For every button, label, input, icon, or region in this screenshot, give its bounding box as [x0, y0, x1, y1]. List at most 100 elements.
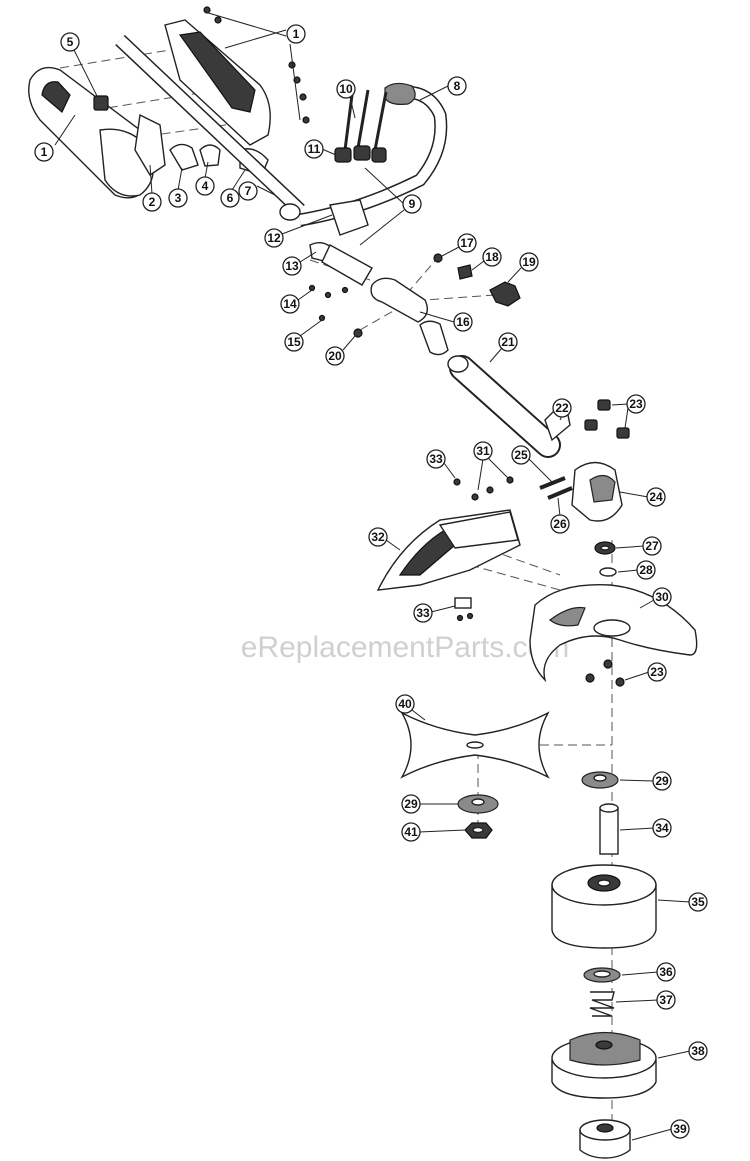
- callout-circle: [552, 398, 572, 418]
- callout-leader-line: [619, 827, 655, 831]
- callout-1: 1: [286, 24, 306, 44]
- callout-leader-line: [487, 457, 509, 479]
- callout-14: 14: [280, 294, 300, 314]
- callout-circle: [636, 560, 656, 580]
- callout-number: 30: [655, 590, 669, 604]
- callout-leader-line: [411, 709, 426, 721]
- screws-top: [203, 6, 310, 124]
- callout-number: 21: [501, 335, 515, 349]
- callout-leader-line: [359, 209, 405, 246]
- callout-6: 6: [220, 188, 240, 208]
- callout-22: 22: [552, 398, 572, 418]
- callout-29: 29: [401, 794, 421, 814]
- callout-number: 40: [398, 697, 412, 711]
- callout-number: 36: [659, 965, 673, 979]
- callout-leader-line: [477, 458, 484, 491]
- spindle-part-34: [599, 807, 619, 855]
- callout-number: 28: [639, 563, 653, 577]
- callout-number: 13: [285, 259, 299, 273]
- callout-leader-line: [430, 605, 456, 613]
- callout-circle: [168, 188, 188, 208]
- sleeve-part: [419, 320, 449, 356]
- callout-12: 12: [264, 228, 284, 248]
- callout-3: 3: [168, 188, 188, 208]
- callout-number: 9: [409, 197, 416, 211]
- callout-circle: [550, 514, 570, 534]
- callout-number: 19: [522, 255, 536, 269]
- callout-leader-line: [528, 458, 553, 483]
- callout-15: 15: [284, 332, 304, 352]
- trimmer-head-assembly: [551, 803, 657, 1159]
- callout-number: 7: [245, 184, 252, 198]
- callout-number: 18: [485, 250, 499, 264]
- lower-shaft: [447, 355, 561, 458]
- callout-circle: [656, 990, 676, 1010]
- handle-half-inner: [178, 31, 256, 113]
- callout-leader-line: [177, 167, 183, 191]
- callout-leader-line: [657, 899, 691, 903]
- callout-leader-line: [204, 11, 287, 37]
- callout-circle: [447, 76, 467, 96]
- callout-number: 5: [67, 35, 74, 49]
- callout-leader-line: [54, 114, 76, 146]
- callout-leader-line: [299, 251, 317, 263]
- callout-leader-line: [441, 246, 460, 257]
- callout-circle: [426, 449, 446, 469]
- callout-24: 24: [646, 487, 666, 507]
- callout-leader-line: [419, 85, 449, 101]
- callout-number: 11: [308, 142, 321, 156]
- callout-leader-line: [507, 267, 522, 283]
- callout-number: 24: [649, 490, 663, 504]
- callout-7: 7: [238, 181, 258, 201]
- callout-26: 26: [550, 514, 570, 534]
- callout-number: 17: [460, 236, 474, 250]
- trigger-part-2: [134, 113, 166, 176]
- callout-41: 41: [401, 822, 421, 842]
- callout-31: 31: [473, 441, 493, 461]
- callout-leader-line: [73, 49, 99, 99]
- callout-leader-line: [281, 214, 333, 235]
- callout-number: 35: [691, 895, 705, 909]
- callout-17: 17: [457, 233, 477, 253]
- callout-circle: [402, 194, 422, 214]
- callout-circle: [670, 1119, 690, 1139]
- callout-number: 41: [404, 825, 418, 839]
- callout-13: 13: [282, 256, 302, 276]
- callout-circle: [413, 603, 433, 623]
- callout-number: 2: [149, 195, 156, 209]
- callout-leader-line: [204, 161, 209, 179]
- callout-leader-line: [615, 545, 645, 549]
- callout-19: 19: [519, 252, 539, 272]
- callout-circle: [280, 294, 300, 314]
- callout-leader-line: [321, 148, 337, 156]
- callout-circle: [652, 818, 672, 838]
- callout-leader-line: [619, 491, 649, 498]
- callout-37: 37: [656, 990, 676, 1010]
- callout-number: 6: [227, 191, 234, 205]
- callout-circle: [34, 142, 54, 162]
- callout-leader-line: [615, 999, 659, 1003]
- callout-leader-line: [419, 311, 455, 323]
- callout-circle: [336, 79, 356, 99]
- callout-circle: [238, 181, 258, 201]
- gear-head-assembly: [539, 398, 630, 577]
- callout-number: 33: [429, 452, 443, 466]
- handle-assembly: [28, 19, 305, 216]
- callout-leader-line: [256, 185, 276, 196]
- grip-end-cap: [41, 81, 71, 113]
- shaft-coupling-assembly: [308, 244, 521, 356]
- callout-number: 29: [655, 774, 669, 788]
- callout-leader-line: [471, 260, 485, 271]
- callout-circle: [626, 394, 646, 414]
- callout-number: 39: [673, 1122, 687, 1136]
- callout-circle: [304, 139, 324, 159]
- callout-circle: [142, 192, 162, 212]
- callout-number: 12: [267, 231, 281, 245]
- callout-21: 21: [498, 332, 518, 352]
- callout-number: 1: [41, 145, 48, 159]
- callout-number: 37: [659, 993, 673, 1007]
- spring-part-37: [589, 991, 615, 1017]
- callout-number: 15: [287, 335, 301, 349]
- callout-circle: [473, 441, 493, 461]
